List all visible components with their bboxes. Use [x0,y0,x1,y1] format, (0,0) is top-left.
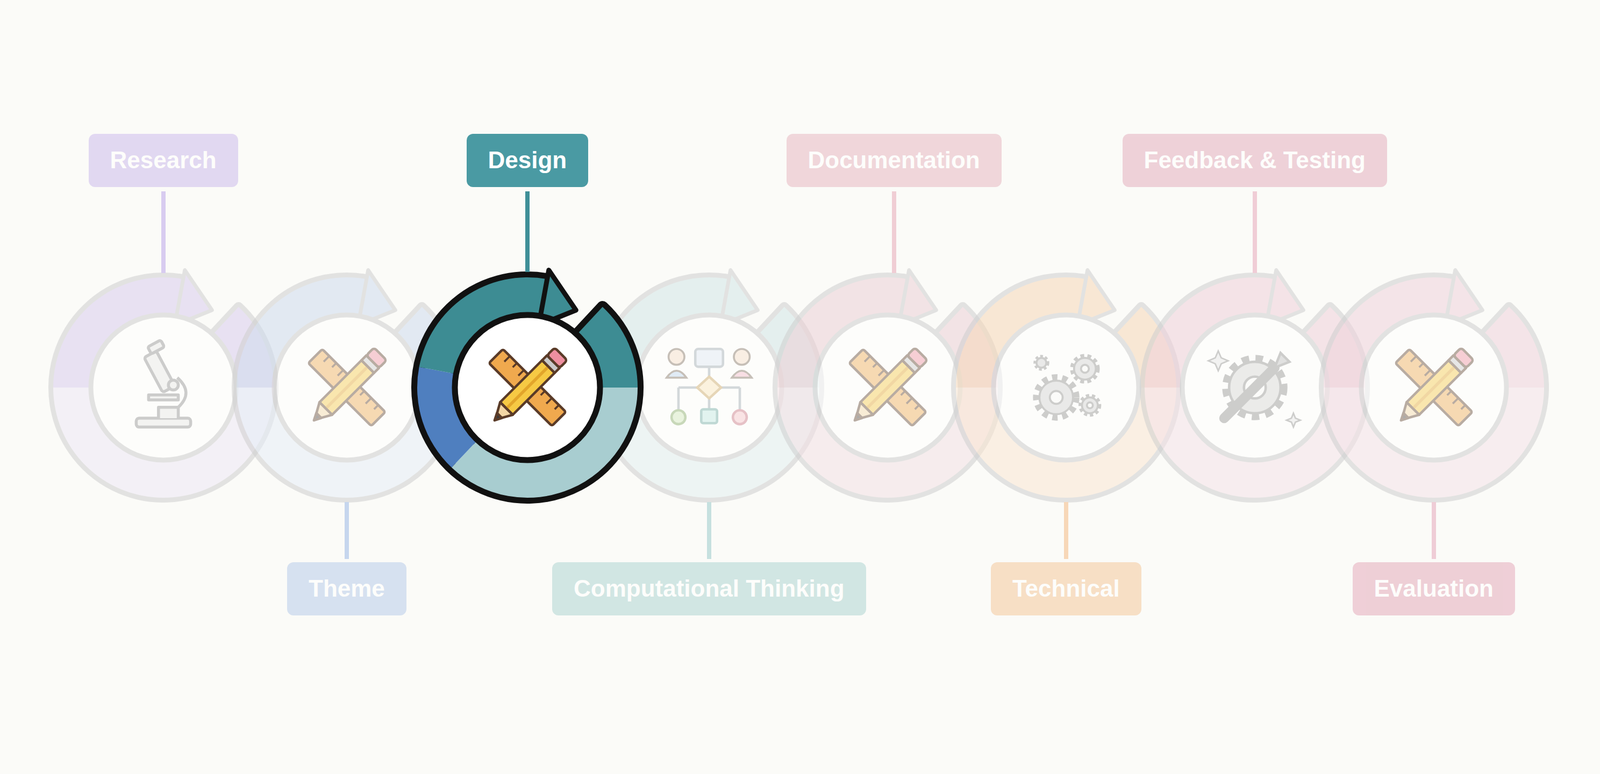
icon-disc [993,315,1139,461]
cycle-ring [417,270,638,498]
leader-line [706,502,712,560]
stage-label-box: Documentation [786,133,1002,188]
stage-icon [1035,356,1099,417]
stage-icon [136,340,191,428]
stage-icon [307,347,387,427]
stage-label: Feedback & Testing [1144,146,1366,175]
stage-label: Evaluation [1374,575,1495,603]
stage-label: Documentation [808,146,981,175]
icon-disc [90,315,237,461]
stage-label: Theme [308,575,385,603]
icon-disc [636,315,782,461]
icon-disc [815,315,961,461]
stage-icon [1208,351,1301,428]
stage-label: Computational Thinking [573,575,845,603]
leader-line [1063,502,1069,560]
stage-icon [666,348,752,425]
cycle-ring [1323,270,1545,498]
stage-label-box: Theme [287,562,407,616]
leader-line [344,502,349,560]
stage-icon [848,347,928,427]
icon-disc [1182,315,1328,461]
ring-outline [1323,277,1545,498]
leader-line [1252,191,1257,274]
stage-icon [1394,347,1474,427]
leader-line [161,191,166,274]
stage-label-box: Feedback & Testing [1122,133,1388,188]
leader-line [891,191,897,274]
stage-label-box: Design [466,133,589,188]
leader-lines [163,191,1434,560]
stage-label-box: Computational Thinking [552,562,867,616]
stage-label-box: Evaluation [1352,562,1516,616]
stage-label: Technical [1012,575,1120,603]
stage-label: Design [488,146,568,175]
stage-icon [488,347,568,427]
ring-outline [417,277,638,498]
icon-disc [454,315,600,461]
icon-disc [1361,315,1507,461]
leader-line [525,191,530,273]
icon-disc [274,315,420,461]
stage-label-box: Research [88,133,239,188]
stage-label-box: Technical [990,562,1142,616]
stage-label: Research [110,146,217,175]
leader-line [1431,502,1437,560]
